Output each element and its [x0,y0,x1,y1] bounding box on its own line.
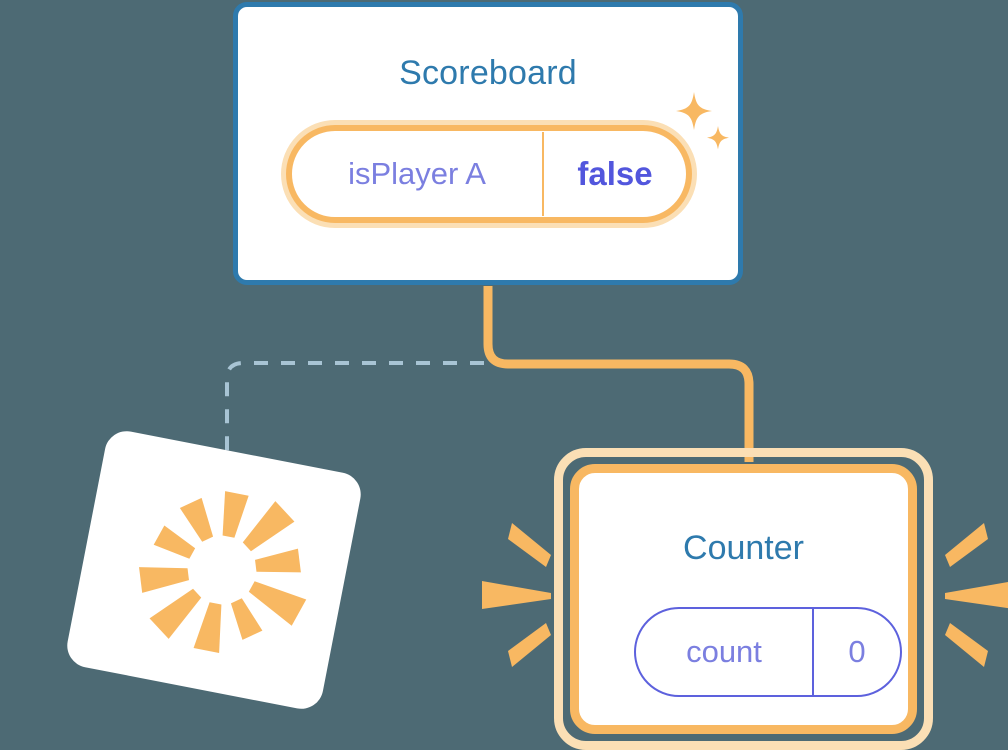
counter-state-pill[interactable]: count 0 [634,607,902,697]
connector-scoreboard-to-burst-card [225,286,490,477]
connector-scoreboard-to-counter [483,286,754,462]
counter-right-rays-icon [945,523,1008,667]
counter-title: Counter [683,529,804,567]
scoreboard-state-pill[interactable]: isPlayer A false [281,120,697,228]
sparkle-star-small-icon [707,126,729,150]
scoreboard-title: Scoreboard [399,54,577,92]
sparkle-star-large-icon [676,92,712,130]
scoreboard-card[interactable]: Scoreboard isPlayer A false [233,2,743,285]
scoreboard-pill-value: false [577,155,653,192]
counter-pill-key: count [686,634,762,669]
burst-card-container[interactable] [63,427,374,713]
counter-left-rays-icon [482,523,551,667]
sparkle-group [676,92,729,150]
counter-card[interactable]: Counter count 0 [554,448,933,750]
scoreboard-pill-divider [542,132,544,216]
counter-card-inner: Counter count 0 [570,464,917,734]
scoreboard-pill-inner-ring: isPlayer A false [286,125,692,223]
scoreboard-pill-outer-ring [281,120,697,228]
burst-rays-icon [139,491,307,653]
counter-pill-value: 0 [848,634,866,669]
scoreboard-pill-key: isPlayer A [348,156,486,191]
counter-pill-divider [812,609,814,695]
